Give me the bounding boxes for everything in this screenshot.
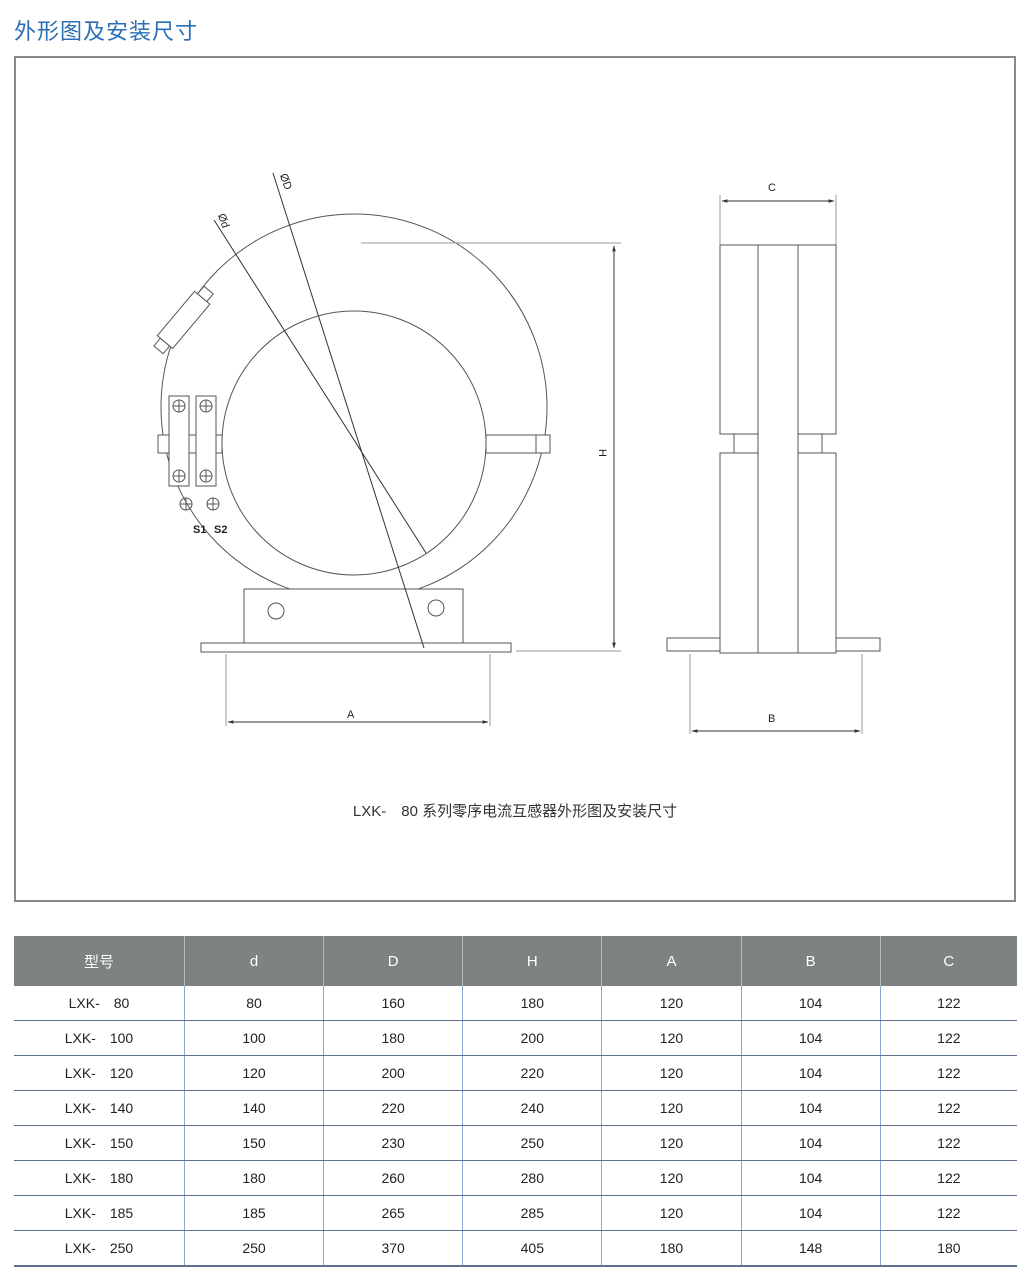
cell-d: 80 bbox=[183, 986, 324, 1021]
table-row: LXK- 185 185 265 285 120 104 122 bbox=[14, 1195, 1017, 1231]
cell-model: LXK- 100 bbox=[14, 1020, 185, 1056]
dimensions-table: 型号 d D H A B C LXK- 80 80 160 180 120 10… bbox=[14, 936, 1017, 1267]
cell-A: 120 bbox=[601, 1055, 742, 1091]
label-d: Ød bbox=[215, 212, 231, 230]
cell-A: 120 bbox=[601, 1195, 742, 1231]
cell-C: 122 bbox=[879, 1160, 1017, 1196]
cell-H: 280 bbox=[462, 1160, 602, 1196]
cell-D: 230 bbox=[323, 1125, 463, 1161]
cell-A: 120 bbox=[601, 1090, 742, 1126]
cell-D: 200 bbox=[323, 1055, 463, 1091]
cell-D: 180 bbox=[323, 1020, 463, 1056]
header-A: A bbox=[601, 936, 742, 986]
cell-d: 150 bbox=[183, 1125, 324, 1161]
cell-D: 220 bbox=[323, 1090, 463, 1126]
table-header-row: 型号 d D H A B C bbox=[14, 936, 1017, 986]
label-C: C bbox=[768, 182, 776, 194]
cell-C: 180 bbox=[879, 1230, 1017, 1267]
cell-C: 122 bbox=[879, 986, 1017, 1021]
table-row: LXK- 150 150 230 250 120 104 122 bbox=[14, 1125, 1017, 1161]
cell-C: 122 bbox=[879, 1125, 1017, 1161]
header-H: H bbox=[462, 936, 602, 986]
cell-d: 100 bbox=[183, 1020, 324, 1056]
side-core bbox=[757, 244, 799, 654]
label-H: H bbox=[596, 449, 608, 457]
mount-hole-left bbox=[267, 602, 285, 620]
label-A: A bbox=[347, 709, 355, 721]
label-s1: S1 bbox=[193, 524, 206, 536]
terminal-strip-s1 bbox=[168, 395, 190, 487]
label-B: B bbox=[768, 713, 775, 725]
base-plate bbox=[200, 642, 512, 653]
cell-A: 120 bbox=[601, 1020, 742, 1056]
side-foot-left bbox=[666, 637, 721, 652]
cell-model: LXK- 140 bbox=[14, 1090, 185, 1126]
page-title: 外形图及安装尺寸 bbox=[14, 20, 199, 45]
cell-H: 250 bbox=[462, 1125, 602, 1161]
table-row: LXK- 180 180 260 280 120 104 122 bbox=[14, 1160, 1017, 1196]
table-row: LXK- 250 250 370 405 180 148 180 bbox=[14, 1230, 1017, 1267]
cell-B: 104 bbox=[740, 1160, 881, 1196]
cell-H: 285 bbox=[462, 1195, 602, 1231]
cell-B: 104 bbox=[740, 1195, 881, 1231]
cell-H: 240 bbox=[462, 1090, 602, 1126]
header-B: B bbox=[740, 936, 881, 986]
cell-model: LXK- 180 bbox=[14, 1160, 185, 1196]
cell-A: 180 bbox=[601, 1230, 742, 1267]
cell-H: 220 bbox=[462, 1055, 602, 1091]
cell-d: 185 bbox=[183, 1195, 324, 1231]
drawing-caption: LXK- 80 系列零序电流互感器外形图及安装尺寸 bbox=[352, 803, 678, 820]
cell-B: 104 bbox=[740, 1055, 881, 1091]
cell-H: 405 bbox=[462, 1230, 602, 1267]
cell-C: 122 bbox=[879, 1195, 1017, 1231]
cell-A: 120 bbox=[601, 1160, 742, 1196]
table-row: LXK- 80 80 160 180 120 104 122 bbox=[14, 986, 1017, 1021]
table-row: LXK- 140 140 220 240 120 104 122 bbox=[14, 1090, 1017, 1126]
cell-D: 160 bbox=[323, 986, 463, 1021]
cell-model: LXK- 250 bbox=[14, 1230, 185, 1267]
inner-ring bbox=[221, 310, 487, 576]
cell-C: 122 bbox=[879, 1090, 1017, 1126]
cell-d: 180 bbox=[183, 1160, 324, 1196]
cell-B: 148 bbox=[740, 1230, 881, 1267]
test-button bbox=[153, 285, 214, 355]
cell-H: 180 bbox=[462, 986, 602, 1021]
mount-block bbox=[243, 588, 464, 644]
cell-model: LXK- 150 bbox=[14, 1125, 185, 1161]
label-D: ØD bbox=[277, 172, 294, 192]
label-s2: S2 bbox=[214, 524, 227, 536]
table-row: LXK- 100 100 180 200 120 104 122 bbox=[14, 1020, 1017, 1056]
header-d: d bbox=[183, 936, 324, 986]
cell-D: 260 bbox=[323, 1160, 463, 1196]
cell-d: 120 bbox=[183, 1055, 324, 1091]
cell-B: 104 bbox=[740, 986, 881, 1021]
cell-A: 120 bbox=[601, 986, 742, 1021]
outer-ring bbox=[160, 213, 548, 601]
drawing-frame: ØD Ød H A B C S1 S2 LXK- 80 系列零序电流互感器外形图… bbox=[14, 56, 1016, 902]
cell-C: 122 bbox=[879, 1020, 1017, 1056]
cell-d: 250 bbox=[183, 1230, 324, 1267]
header-model: 型号 bbox=[14, 936, 185, 986]
right-lug bbox=[485, 434, 551, 454]
terminal-strip-s2 bbox=[195, 395, 217, 487]
header-D: D bbox=[323, 936, 463, 986]
cell-B: 104 bbox=[740, 1090, 881, 1126]
cell-model: LXK- 80 bbox=[14, 986, 185, 1021]
header-C: C bbox=[879, 936, 1017, 986]
mount-hole-right bbox=[427, 599, 445, 617]
cell-d: 140 bbox=[183, 1090, 324, 1126]
cell-B: 104 bbox=[740, 1020, 881, 1056]
cell-D: 370 bbox=[323, 1230, 463, 1267]
cell-C: 122 bbox=[879, 1055, 1017, 1091]
cell-D: 265 bbox=[323, 1195, 463, 1231]
cell-H: 200 bbox=[462, 1020, 602, 1056]
table-row: LXK- 120 120 200 220 120 104 122 bbox=[14, 1055, 1017, 1091]
cell-A: 120 bbox=[601, 1125, 742, 1161]
side-foot-right bbox=[835, 637, 881, 652]
cell-model: LXK- 185 bbox=[14, 1195, 185, 1231]
transformer-drawing: ØD Ød H A B C S1 S2 bbox=[153, 172, 881, 734]
cell-model: LXK- 120 bbox=[14, 1055, 185, 1091]
cell-B: 104 bbox=[740, 1125, 881, 1161]
